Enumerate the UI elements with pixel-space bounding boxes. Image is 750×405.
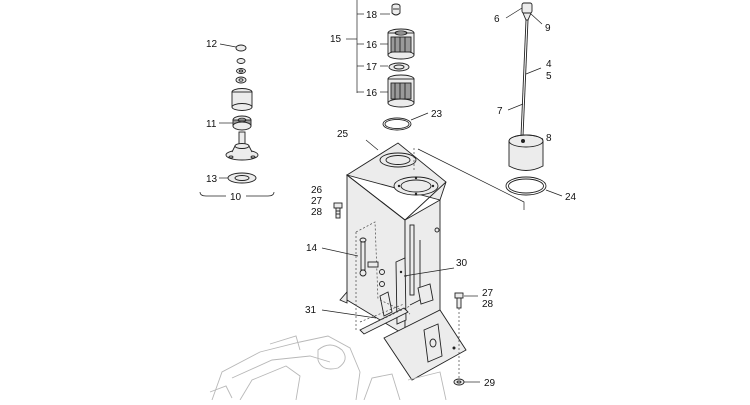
part-16-filter-lower	[387, 74, 415, 108]
part-dipstick	[505, 2, 543, 137]
callout-12: 12	[206, 39, 218, 50]
part-12-cap	[219, 43, 247, 52]
part-27-bolt	[454, 292, 478, 378]
part-17-seal	[388, 62, 410, 72]
callout-28-left: 28	[311, 207, 323, 218]
callout-6: 6	[494, 14, 500, 25]
part-13-washer	[219, 172, 257, 184]
part-31-strainer	[321, 305, 411, 335]
callout-17: 17	[366, 62, 378, 73]
callout-11: 11	[206, 119, 217, 130]
callout-28-right: 28	[482, 299, 494, 310]
callout-18: 18	[366, 10, 378, 21]
callout-5: 5	[546, 71, 552, 82]
callout-27-right: 27	[482, 288, 494, 299]
callout-29: 29	[484, 378, 496, 389]
callout-bracket-15	[346, 0, 390, 93]
bracket-10	[199, 191, 275, 197]
part-26-bolt	[333, 202, 343, 219]
callout-10: 10	[230, 192, 242, 203]
callout-30: 30	[456, 258, 468, 269]
part-14-rod	[321, 237, 379, 277]
machine-frame-ghost	[209, 335, 447, 401]
callout-31: 31	[305, 305, 317, 316]
callout-23: 23	[431, 109, 443, 120]
callout-27-left: 27	[311, 196, 323, 207]
callout-14: 14	[306, 243, 318, 254]
part-16-filter-upper	[387, 28, 415, 60]
washer-stack	[235, 58, 247, 84]
part-24-seal-ring	[505, 176, 563, 197]
callout-9: 9	[545, 23, 551, 34]
callout-4: 4	[546, 59, 552, 70]
part-25-tank	[339, 139, 525, 381]
callout-15: 15	[330, 34, 342, 45]
part-8-float	[508, 134, 544, 171]
callout-labels: 18 15 16 17 16 23 12 11 13 10 6 9 4 5 7 …	[206, 10, 577, 389]
callout-13: 13	[206, 174, 218, 185]
part-rubber-mount	[231, 88, 253, 111]
callout-24: 24	[565, 192, 577, 203]
callout-16-upper: 16	[366, 40, 378, 51]
callout-26: 26	[311, 185, 323, 196]
callout-25: 25	[337, 129, 349, 140]
hidden-lines	[355, 221, 411, 330]
part-stud-base	[225, 131, 259, 161]
part-18-plug	[391, 3, 401, 16]
part-29-washer	[453, 378, 480, 386]
callout-7: 7	[497, 106, 503, 117]
callout-16-lower: 16	[366, 88, 378, 99]
callout-8: 8	[546, 133, 552, 144]
part-23-o-ring	[382, 112, 429, 131]
part-11-bushing	[219, 115, 252, 131]
